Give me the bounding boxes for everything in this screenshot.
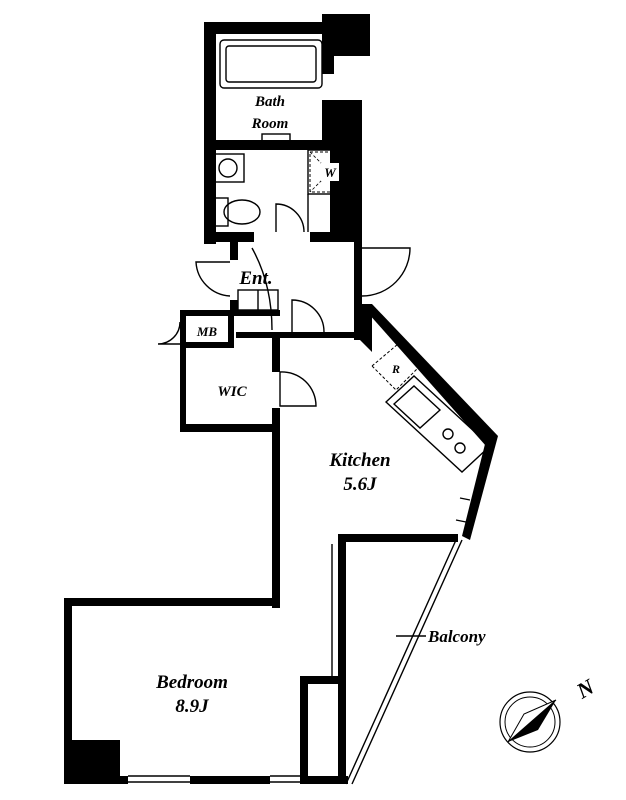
- mb-door[interactable]: [157, 321, 181, 345]
- kitchen-counter: [384, 375, 492, 473]
- bedroom-size: 8.9J: [175, 696, 209, 717]
- toilet-door[interactable]: [275, 203, 305, 233]
- entrance-step: [251, 247, 273, 331]
- bath-room-label: Room: [251, 116, 289, 132]
- refrigerator: R: [371, 343, 421, 391]
- north-label: N: [571, 673, 599, 704]
- wic-door[interactable]: [279, 371, 317, 407]
- meter-box-label: MB: [196, 324, 218, 339]
- bath-door[interactable]: [261, 133, 291, 143]
- walls: [64, 14, 498, 784]
- stove-burner: [454, 442, 466, 454]
- bathtub: [219, 39, 323, 89]
- balcony-label: Balcony: [427, 627, 486, 646]
- kitchen-sink: [392, 385, 442, 429]
- kitchen-size: 5.6J: [343, 474, 377, 495]
- bath-room-label: Bath: [254, 94, 285, 110]
- stove-burner: [442, 428, 454, 440]
- washer-area: W: [307, 149, 353, 195]
- front-door[interactable]: [361, 247, 411, 297]
- compass-icon: N: [499, 673, 599, 753]
- washer-label: W: [324, 165, 337, 180]
- wic-label: WIC: [217, 384, 247, 400]
- bedroom-window: [128, 775, 300, 783]
- hall-door[interactable]: [291, 299, 325, 333]
- balcony-outline: [345, 497, 471, 785]
- kitchen-label: Kitchen: [328, 450, 390, 471]
- entrance-left-door[interactable]: [195, 261, 231, 297]
- refrigerator-label: R: [391, 362, 400, 376]
- bedroom-label: Bedroom: [155, 672, 228, 693]
- washbasin: [211, 153, 245, 183]
- entrance-label: Ent.: [238, 268, 272, 289]
- toilet: [209, 197, 261, 227]
